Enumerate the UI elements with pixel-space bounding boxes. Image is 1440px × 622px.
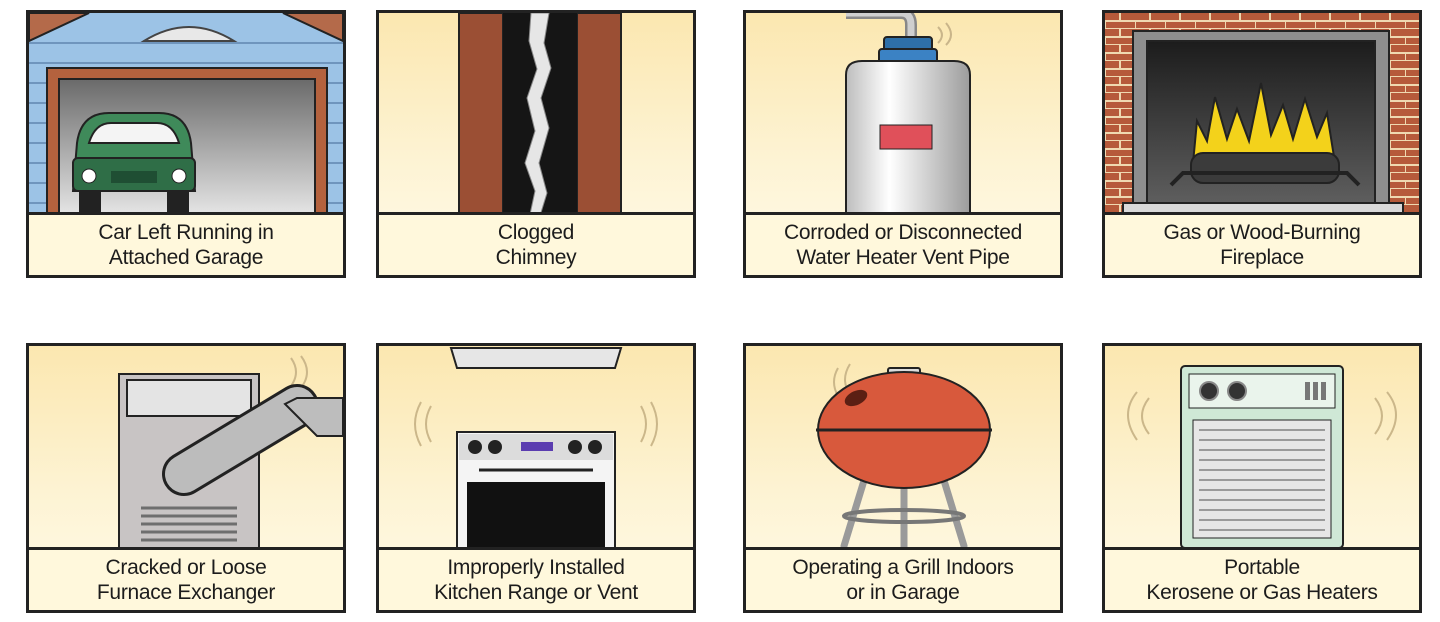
caption-line-2: Kitchen Range or Vent xyxy=(434,581,638,604)
portable-heater-icon xyxy=(1105,346,1419,552)
caption: Clogged Chimney xyxy=(379,212,693,275)
panel-car-garage: Car Left Running in Attached Garage xyxy=(26,10,346,278)
caption-line-1: Portable xyxy=(1224,556,1300,579)
caption: Operating a Grill Indoors or in Garage xyxy=(746,547,1060,610)
panel-kitchen-range: Improperly Installed Kitchen Range or Ve… xyxy=(376,343,696,613)
caption: Cracked or Loose Furnace Exchanger xyxy=(29,547,343,610)
caption: Portable Kerosene or Gas Heaters xyxy=(1105,547,1419,610)
caption-line-2: Furnace Exchanger xyxy=(96,581,276,604)
panel-chimney: Clogged Chimney xyxy=(376,10,696,278)
caption-line-2: Fireplace xyxy=(1220,246,1304,269)
caption-line-1: Clogged xyxy=(497,221,575,244)
panel-heaters: Portable Kerosene or Gas Heaters xyxy=(1102,343,1422,613)
panel-furnace: Cracked or Loose Furnace Exchanger xyxy=(26,343,346,613)
caption-line-2: Attached Garage xyxy=(108,246,264,269)
kitchen-range-icon xyxy=(379,346,693,552)
caption-line-1: Gas or Wood-Burning xyxy=(1163,221,1361,244)
caption: Gas or Wood-Burning Fireplace xyxy=(1105,212,1419,275)
panel-water-heater: Corroded or Disconnected Water Heater Ve… xyxy=(743,10,1063,278)
car-garage-icon xyxy=(29,13,343,219)
caption: Car Left Running in Attached Garage xyxy=(29,212,343,275)
caption-line-1: Cracked or Loose xyxy=(105,556,267,579)
chimney-icon xyxy=(379,13,693,219)
furnace-icon xyxy=(29,346,343,552)
caption: Corroded or Disconnected Water Heater Ve… xyxy=(746,212,1060,275)
panel-fireplace: Gas or Wood-Burning Fireplace xyxy=(1102,10,1422,278)
caption-line-1: Improperly Installed xyxy=(447,556,625,579)
grill-icon xyxy=(746,346,1060,552)
caption-line-1: Corroded or Disconnected xyxy=(784,221,1022,244)
caption-line-1: Car Left Running in xyxy=(98,221,274,244)
caption-line-2: Water Heater Vent Pipe xyxy=(796,246,1010,269)
caption-line-2: or in Garage xyxy=(846,581,960,604)
caption: Improperly Installed Kitchen Range or Ve… xyxy=(379,547,693,610)
panel-grill: Operating a Grill Indoors or in Garage xyxy=(743,343,1063,613)
caption-line-1: Operating a Grill Indoors xyxy=(792,556,1014,579)
caption-line-2: Kerosene or Gas Heaters xyxy=(1146,581,1378,604)
caption-line-2: Chimney xyxy=(495,246,577,269)
fireplace-icon xyxy=(1105,13,1419,219)
water-heater-icon xyxy=(746,13,1060,219)
